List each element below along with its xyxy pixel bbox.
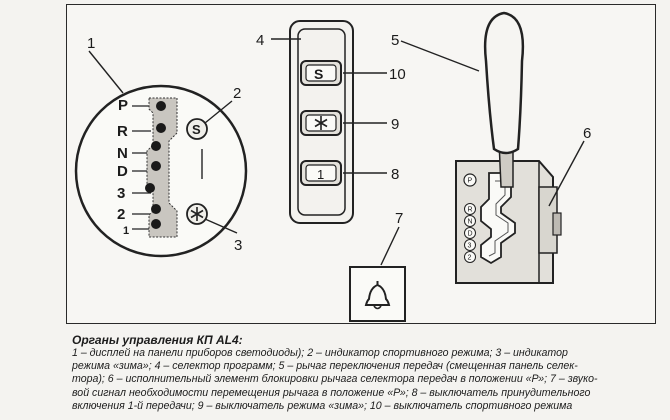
park-badge: P [463,173,477,187]
gearbox-controls-diagram: P R N D 3 2 1 [74,11,591,322]
instrument-display: P R N D 3 2 1 [74,84,248,258]
first-gear-button[interactable]: 1 [300,160,342,186]
sport-button-label: S [314,66,323,82]
lever-knob [483,11,525,155]
callout-9: 9 [391,116,399,133]
display-gear-1: 1 [123,225,129,237]
display-leds [145,101,166,229]
winter-indicator-icon [186,203,208,225]
callout-2: 2 [233,85,241,102]
gear-lever-assembly: P R N D 3 2 [455,11,562,284]
sport-indicator-icon: S [186,118,208,140]
callout-7: 7 [395,210,403,227]
callout-3: 3 [234,237,242,254]
svg-text:R: R [468,207,473,214]
display-gear-p: P [118,97,128,114]
bell-icon [364,281,391,310]
display-gear-2: 2 [117,206,125,223]
svg-text:D: D [468,231,473,238]
callout-4: 4 [256,32,264,49]
display-gear-3: 3 [117,185,125,202]
svg-text:N: N [468,219,473,226]
program-selector: S 1 [289,20,354,224]
callout-numbers: 1 2 3 4 5 6 7 8 9 10 [87,32,591,254]
first-gear-button-label: 1 [317,167,324,182]
callout-1: 1 [87,35,95,52]
display-gear-r: R [117,123,128,140]
park-lock-actuator [538,186,562,254]
display-gear-n: N [117,145,128,162]
snowflake-icon [314,116,328,130]
callout-leaders [88,38,585,266]
park-warning-signal [349,266,406,322]
callout-8: 8 [391,166,399,183]
figure-caption: Органы управления КП AL4: 1 – дисплей на… [72,333,662,413]
sport-mode-button[interactable]: S [300,60,342,86]
callout-6: 6 [583,125,591,142]
svg-text:S: S [192,122,201,137]
winter-mode-button[interactable] [300,110,342,136]
gate-labels: R N D 3 2 [464,203,476,263]
caption-title: Органы управления КП AL4: [72,333,243,347]
callout-5: 5 [391,32,399,49]
svg-text:P: P [468,178,473,185]
diagram-frame: P R N D 3 2 1 [66,4,656,324]
svg-text:3: 3 [468,243,472,250]
callout-10: 10 [389,66,406,83]
svg-text:2: 2 [468,255,472,262]
display-gear-d: D [117,163,128,180]
caption-body: 1 – дисплей на панели приборов светодиод… [72,347,598,412]
